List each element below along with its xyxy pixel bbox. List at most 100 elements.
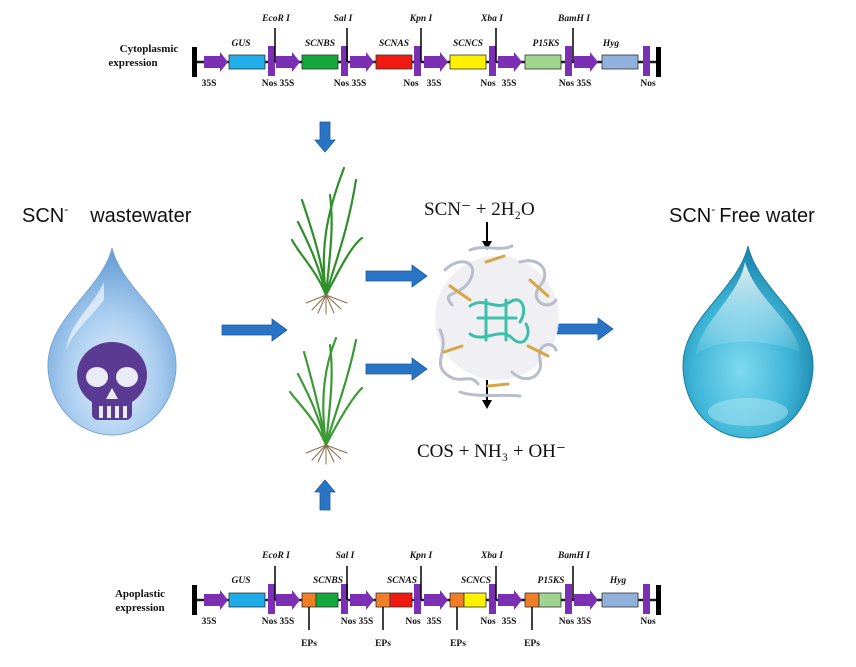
gene-label: GUS — [231, 576, 250, 586]
gene-label: GUS — [231, 39, 250, 49]
right-arrow-input — [221, 318, 288, 342]
enzyme-label: Sal I — [336, 551, 355, 561]
signal-peptide — [524, 592, 540, 608]
enzyme-label: EcoR I — [261, 551, 290, 561]
element-label: Nos 35S — [262, 79, 294, 89]
enzyme-structure-icon — [435, 244, 559, 398]
gene-label: SCNBS — [305, 39, 335, 49]
wastewater-drop-icon — [47, 247, 177, 436]
element-label: 35S — [502, 617, 517, 627]
terminator — [643, 584, 650, 614]
element-label: 35S — [202, 79, 217, 89]
ep-label: EPs — [301, 639, 317, 649]
terminator — [268, 46, 275, 76]
promoter-arrow — [498, 52, 522, 72]
terminator — [565, 584, 572, 614]
terminator — [414, 584, 421, 614]
cytoplasmic-right-border — [656, 47, 661, 77]
cytoplasmic-left-border — [192, 47, 197, 77]
promoter-arrow — [574, 52, 598, 72]
reaction-reactants: SCN⁻ + 2H₂O — [424, 199, 535, 220]
element-label: Nos 35S — [559, 79, 591, 89]
reaction-arrow-out — [482, 380, 492, 409]
element-label: 35S — [427, 617, 442, 627]
ep-label: EPs — [524, 639, 540, 649]
right-arrow-to-enzyme — [365, 264, 428, 288]
gene-label: P15KS — [538, 576, 565, 586]
reaction-arrow-in — [482, 222, 492, 250]
down-arrow — [314, 121, 336, 153]
element-label: 35S — [427, 79, 442, 89]
gene-p15ks — [538, 592, 562, 608]
element-label: Nos 35S — [262, 617, 294, 627]
terminator — [268, 584, 275, 614]
terminator — [341, 584, 348, 614]
promoter-arrow — [276, 52, 300, 72]
enzyme-label: Xba I — [480, 551, 503, 561]
reaction-products: COS + NH₃ + OH⁻ — [417, 441, 566, 462]
gene-label: SCNAS — [379, 39, 409, 49]
element-label: Nos 35S — [341, 617, 373, 627]
gene-label: Hyg — [602, 39, 620, 49]
signal-peptide — [301, 592, 317, 608]
gene-scnas — [389, 592, 413, 608]
terminator — [565, 46, 572, 76]
element-label: Nos — [480, 79, 496, 89]
terminator — [489, 584, 496, 614]
signal-peptide — [375, 592, 391, 608]
element-label: Nos 35S — [334, 79, 366, 89]
terminator — [414, 46, 421, 76]
element-label: Nos 35S — [559, 617, 591, 627]
gene-scnas — [375, 54, 413, 70]
promoter-arrow — [276, 590, 300, 610]
gene-hyg — [601, 54, 639, 70]
apoplastic-construct: Apoplastic expression — [115, 551, 661, 649]
enzyme-label: Kpn I — [409, 14, 433, 24]
right-arrow-output — [556, 317, 614, 341]
gene-label: SCNCS — [453, 39, 483, 49]
enzyme-label: Xba I — [480, 14, 503, 24]
element-label: Nos — [640, 617, 656, 627]
terminator — [489, 46, 496, 76]
input-label: SCN-wastewater — [22, 202, 192, 227]
enzyme-label: Sal I — [334, 14, 353, 24]
gene-hyg — [601, 592, 639, 608]
gene-scncs — [463, 592, 487, 608]
output-label: SCN-Free water — [669, 202, 815, 227]
gene-gus — [228, 592, 266, 608]
promoter-arrow — [424, 52, 448, 72]
gene-label: SCNCS — [461, 576, 491, 586]
cytoplasmic-label-line1: Cytoplasmic — [120, 43, 179, 55]
apoplastic-label-line2: expression — [115, 602, 164, 614]
element-label: Nos — [640, 79, 656, 89]
apoplastic-label-line1: Apoplastic — [115, 588, 165, 600]
cytoplasmic-construct: Cytoplasmic expression E — [108, 14, 661, 89]
right-arrow-to-enzyme — [365, 357, 428, 381]
promoter-arrow — [498, 590, 522, 610]
element-label: Nos — [403, 79, 419, 89]
skull-icon — [77, 342, 147, 420]
plant-bottom-icon — [288, 336, 364, 465]
promoter-arrow — [204, 590, 228, 610]
enzyme-label: Kpn I — [409, 551, 433, 561]
gene-label: SCNBS — [313, 576, 343, 586]
enzyme-label: EcoR I — [261, 14, 290, 24]
promoter-arrow — [350, 52, 374, 72]
element-label: Nos — [405, 617, 421, 627]
gene-label: SCNAS — [387, 576, 417, 586]
ep-label: EPs — [450, 639, 466, 649]
gene-scncs — [449, 54, 487, 70]
gene-label: Hyg — [609, 576, 627, 586]
promoter-arrow — [574, 590, 598, 610]
ep-label: EPs — [375, 639, 391, 649]
flow-arrows — [221, 121, 614, 511]
clean-water-drop-icon — [682, 245, 814, 439]
gene-label: P15KS — [533, 39, 560, 49]
terminator — [643, 46, 650, 76]
gene-scnbs — [315, 592, 339, 608]
apoplastic-right-border — [656, 585, 661, 615]
apoplastic-left-border — [192, 585, 197, 615]
gene-gus — [228, 54, 266, 70]
element-label: 35S — [202, 617, 217, 627]
